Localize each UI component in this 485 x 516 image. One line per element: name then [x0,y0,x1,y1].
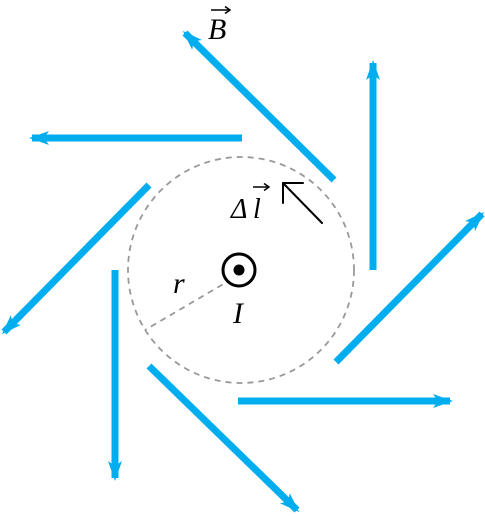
field-arrow-bottom-right [333,211,485,365]
field-label: B [208,13,226,46]
dot-in-circle-icon [221,252,257,288]
line-element-arrow [282,182,323,224]
arrow-over-icon [211,5,232,15]
field-arrow-top-right [182,30,337,183]
element-symbol-label: l [253,194,261,225]
amperian-loop [127,156,355,384]
element-delta-label: Δ [230,194,247,225]
field-arrows [1,30,485,513]
arrow-over-icon [253,182,271,192]
field-arrow-top-left [1,182,152,335]
current-label: I [232,297,245,330]
field-arrow-bottom-left [146,363,300,513]
radius-line [144,278,233,331]
radius-label: r [173,267,185,300]
